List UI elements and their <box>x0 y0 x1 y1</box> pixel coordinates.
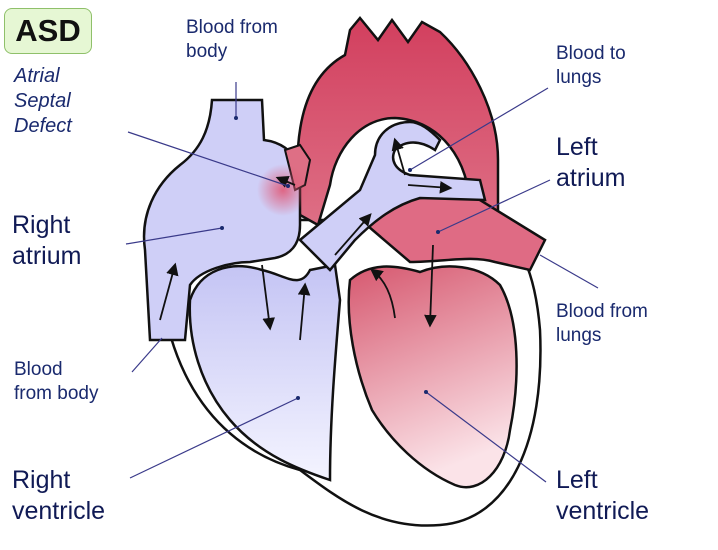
label-blood-from-lungs: Blood from lungs <box>556 301 648 346</box>
flow-arrow <box>424 244 437 328</box>
leader-line-right-ventricle <box>129 397 299 479</box>
label-blood-from-body-top: Blood from body <box>186 17 278 62</box>
label-left-atrium: Left atrium <box>556 133 626 193</box>
flow-arrow <box>261 264 275 331</box>
label-right-ventricle: Right ventricle <box>12 466 106 526</box>
leader-line-left-ventricle <box>425 391 547 483</box>
leader-lines <box>125 82 599 483</box>
septal-defect <box>257 164 309 216</box>
leader-line-blood-to-lungs <box>409 87 549 171</box>
flow-arrow <box>334 213 372 256</box>
flow-arrow <box>391 137 406 176</box>
asd-badge: ASD <box>4 8 92 54</box>
leader-line-blood-from-body-bottom <box>131 337 163 373</box>
label-blood-from-body-bottom: Blood from body <box>14 359 99 404</box>
right-ventricle-chamber <box>188 263 342 482</box>
flow-arrow <box>159 262 179 321</box>
flow-arrow <box>407 180 453 194</box>
leader-line-left-atrium <box>437 179 551 233</box>
flow-arrow <box>297 282 311 341</box>
label-left-ventricle: Left ventricle <box>556 466 650 526</box>
flow-arrow <box>275 176 296 188</box>
left-ventricle-chamber <box>347 265 518 489</box>
label-blood-to-lungs: Blood to lungs <box>556 43 626 88</box>
pulmonary-artery <box>298 120 487 272</box>
leader-line-asd <box>127 131 289 187</box>
aorta <box>296 16 500 227</box>
asd-badge-text: ASD <box>15 13 81 48</box>
label-atrial-septal-defect: Atrial Septal Defect <box>14 65 72 137</box>
label-right-atrium: Right atrium <box>12 211 82 271</box>
flow-arrow <box>370 268 396 319</box>
leader-dots <box>220 116 440 400</box>
leader-line-blood-from-lungs <box>539 254 599 289</box>
flow-arrows <box>159 137 453 341</box>
leader-line-right-atrium <box>125 227 223 245</box>
